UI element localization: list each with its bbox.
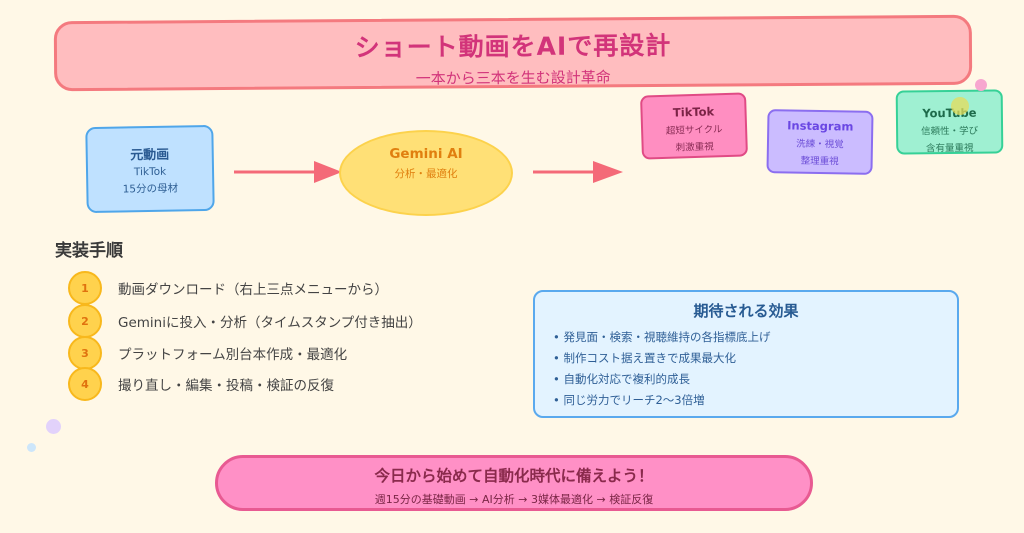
page-title: ショート動画をAIで再設計: [354, 30, 672, 63]
effect-item: 発見面・検索・視聴維持の各指標底上げ: [553, 327, 957, 348]
effects-heading: 期待される効果: [693, 302, 799, 320]
platform-line1: 超短サイクル: [665, 124, 723, 137]
steps-heading: 実装手順: [55, 241, 123, 261]
source-platform: TikTok: [133, 165, 167, 179]
platform-box-tiktok: TikTok 超短サイクル 刺激重視: [640, 92, 748, 160]
source-video-box: 元動画 TikTok 15分の母材: [85, 124, 215, 214]
gemini-title: Gemini AI: [389, 146, 463, 162]
effect-item: 制作コスト据え置きで成果最大化: [553, 348, 957, 369]
step-item: 1 動画ダウンロード（右上三点メニューから）: [68, 271, 388, 305]
decorative-dot-blue: [27, 443, 36, 452]
source-description: 15分の母材: [122, 182, 179, 196]
step-item: 3 プラットフォーム別台本作成・最適化: [68, 336, 348, 370]
platform-line2: 刺激重視: [675, 141, 714, 154]
arrow-right-icon: [234, 161, 342, 183]
step-text: 撮り直し・編集・投稿・検証の反復: [118, 378, 334, 394]
expected-effects-box: 期待される効果 発見面・検索・視聴維持の各指標底上げ 制作コスト据え置きで成果最…: [533, 290, 959, 418]
effects-list: 発見面・検索・視聴維持の各指標底上げ 制作コスト据え置きで成果最大化 自動化対応…: [553, 327, 957, 411]
source-title: 元動画: [130, 147, 170, 164]
gemini-ai-node: Gemini AI 分析・最適化: [339, 130, 513, 216]
title-banner: ショート動画をAIで再設計 一本から三本を生む設計革命: [53, 14, 973, 92]
call-to-action-banner: 今日から始めて自動化時代に備えよう！ 週15分の基礎動画 → AI分析 → 3媒…: [215, 455, 813, 511]
decorative-dot-pink: [975, 79, 987, 91]
step-item: 2 Geminiに投入・分析（タイムスタンプ付き抽出）: [68, 304, 422, 338]
platform-line1: 信頼性・学び: [921, 125, 979, 138]
step-number-badge: 2: [68, 304, 102, 338]
effect-item: 同じ労力でリーチ2〜3倍増: [553, 390, 957, 411]
step-item: 4 撮り直し・編集・投稿・検証の反復: [68, 367, 334, 401]
step-number-badge: 1: [68, 271, 102, 305]
platform-title: Instagram: [787, 118, 854, 134]
step-text: 動画ダウンロード（右上三点メニューから）: [118, 282, 388, 298]
platform-line2: 含有量重視: [925, 142, 974, 155]
effect-item: 自動化対応で複利的成長: [553, 369, 957, 390]
platform-title: TikTok: [672, 104, 715, 120]
platform-box-instagram: Instagram 洗練・視覚 整理重視: [766, 109, 874, 175]
gemini-description: 分析・最適化: [394, 168, 458, 180]
step-number-badge: 3: [68, 336, 102, 370]
platform-line1: 洗練・視覚: [796, 138, 844, 151]
cta-title: 今日から始めて自動化時代に備えよう！: [374, 467, 654, 485]
decorative-dot-yellow: [951, 97, 969, 115]
cta-subtitle: 週15分の基礎動画 → AI分析 → 3媒体最適化 → 検証反復: [374, 493, 654, 506]
step-number-badge: 4: [68, 367, 102, 401]
platform-title: YouTube: [922, 105, 977, 121]
page-subtitle: 一本から三本を生む設計革命: [415, 68, 611, 88]
step-text: プラットフォーム別台本作成・最適化: [118, 347, 348, 363]
platform-box-youtube: YouTube 信頼性・学び 含有量重視: [895, 89, 1004, 155]
step-text: Geminiに投入・分析（タイムスタンプ付き抽出）: [118, 315, 422, 331]
decorative-dot-purple: [46, 419, 61, 434]
platform-line2: 整理重視: [800, 155, 839, 168]
arrow-right-icon: [533, 161, 623, 183]
